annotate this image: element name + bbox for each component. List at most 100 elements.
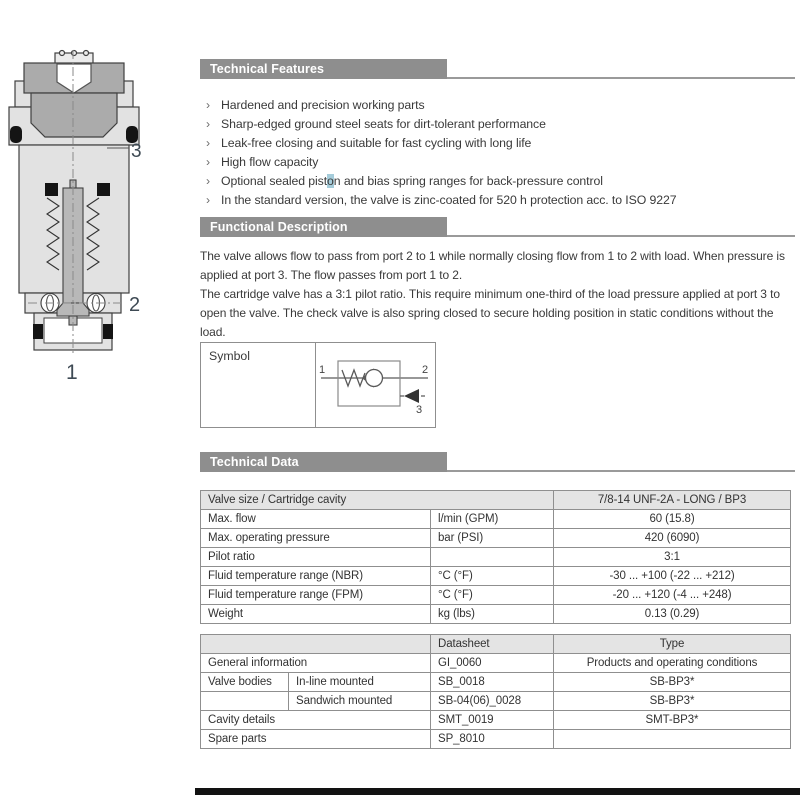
list-item: › High flow capacity [206,153,798,172]
cell-label: Fluid temperature range (NBR) [200,566,431,586]
cell-unit: °C (°F) [429,566,555,586]
bullet-icon: › [206,174,210,188]
valve-cross-section-drawing: 3 2 1 [8,49,142,384]
table-row: Datasheet Type [200,634,791,654]
bullet-icon: › [206,155,210,169]
cell-label: Weight [200,604,431,624]
table-row: Spare parts SP_8010 [200,729,791,749]
cell-value: 0.13 (0.29) [553,604,792,624]
cell-unit: bar (PSI) [429,528,555,548]
cell-value: 420 (6090) [553,528,792,548]
cell-label: Cavity details [200,710,431,730]
cell-label: Max. operating pressure [200,528,431,548]
feature-text: Optional sealed piston and bias spring r… [221,174,603,188]
pilot-arrow-icon [404,389,419,403]
list-item: › Optional sealed piston and bias spring… [206,172,798,191]
specs-table: Valve size / Cartridge cavity 7/8-14 UNF… [199,490,792,624]
cell-datasheet: SMT_0019 [430,710,554,730]
section-rule [200,77,795,79]
symbol-label: Symbol [201,343,316,427]
cell-datasheet: SB_0018 [430,672,554,692]
port-label-2: 2 [129,294,140,316]
cell-type: SB-BP3* [553,691,791,711]
table-row: Weight kg (lbs) 0.13 (0.29) [200,604,792,624]
symbol-port-2: 2 [422,364,428,376]
cell-label: General information [200,653,431,673]
table-row: Fluid temperature range (FPM) °C (°F) -2… [200,585,792,605]
feature-text: Leak-free closing and suitable for fast … [221,136,532,150]
description-paragraph-2: The cartridge valve has a 3:1 pilot rati… [200,287,780,339]
cell-label: Valve bodies [200,672,289,692]
cell-type: SMT-BP3* [553,710,791,730]
cell-sublabel: Sandwich mounted [288,691,431,711]
cell-datasheet-header: Datasheet [430,634,554,654]
feature-text: Sharp-edged ground steel seats for dirt-… [221,117,546,131]
list-item: › In the standard version, the valve is … [206,191,798,210]
cell-datasheet: SP_8010 [430,729,554,749]
cell-label: Valve size / Cartridge cavity [199,490,555,510]
table-row: Sandwich mounted SB-04(06)_0028 SB-BP3* [200,691,791,711]
check-ball-icon [364,368,384,388]
cell-value: -30 ... +100 (-22 ... +212) [553,566,792,586]
datasheet-table: Datasheet Type General information GI_00… [200,634,791,749]
cell-datasheet: GI_0060 [430,653,554,673]
table-row: Cavity details SMT_0019 SMT-BP3* [200,710,791,730]
cell-unit: °C (°F) [429,585,555,605]
selection-highlight: o [327,174,334,188]
list-item: › Hardened and precision working parts [206,96,798,115]
port-label-1: 1 [66,361,78,384]
table-row: Valve size / Cartridge cavity 7/8-14 UNF… [199,490,792,510]
section-rule [200,470,795,472]
cell-datasheet: SB-04(06)_0028 [430,691,554,711]
valve-spring-left [46,197,60,271]
cell-unit: l/min (GPM) [429,509,555,529]
table-row: General information GI_0060 Products and… [200,653,791,673]
feature-text: In the standard version, the valve is zi… [221,193,677,207]
cell-label [200,691,289,711]
hydraulic-check-valve-symbol: 1 2 3 [319,360,428,416]
section-header-technical-features: Technical Features [200,59,447,79]
description-paragraph-1: The valve allows flow to pass from port … [200,249,785,282]
symbol-port-3: 3 [416,404,422,416]
cell-label: Fluid temperature range (FPM) [200,585,431,605]
cell-value: 60 (15.8) [553,509,792,529]
section-rule [200,235,795,237]
cell-value: 3:1 [553,547,792,567]
valve-hex-socket [56,63,92,94]
spring-icon [341,368,366,388]
valve-seals [10,126,138,339]
table-row: Max. operating pressure bar (PSI) 420 (6… [200,528,792,548]
cell-type: SB-BP3* [553,672,791,692]
footer-bar [195,788,800,795]
symbol-frame [337,360,401,407]
cell-label: Pilot ratio [200,547,431,567]
valve-inner-cup [30,92,118,138]
valve-spring-right [86,197,100,271]
cell-label: Spare parts [200,729,431,749]
port-label-3: 3 [131,141,142,162]
cell-sublabel: In-line mounted [288,672,431,692]
list-item: › Leak-free closing and suitable for fas… [206,134,798,153]
cell-label: Max. flow [200,509,431,529]
cell-label [200,634,431,654]
cell-type: Products and operating conditions [553,653,791,673]
section-header-functional-description: Functional Description [200,217,447,237]
table-row: Max. flow l/min (GPM) 60 (15.8) [200,509,792,529]
cell-type-header: Type [553,634,791,654]
cell-unit: kg (lbs) [429,604,555,624]
bullet-icon: › [206,193,210,207]
cell-type [553,729,791,749]
cell-value: 7/8-14 UNF-2A - LONG / BP3 [553,490,792,510]
bullet-icon: › [206,136,210,150]
functional-description-text: The valve allows flow to pass from port … [200,247,797,342]
list-item: › Sharp-edged ground steel seats for dir… [206,115,798,134]
feature-text: High flow capacity [221,155,319,169]
symbol-cell: 1 2 3 [316,343,435,427]
section-header-technical-data: Technical Data [200,452,447,472]
table-row: Fluid temperature range (NBR) °C (°F) -3… [200,566,792,586]
symbol-port-1: 1 [319,364,325,376]
feature-list: › Hardened and precision working parts ›… [206,96,798,210]
table-row: Valve bodies In-line mounted SB_0018 SB-… [200,672,791,692]
cell-unit [429,547,555,567]
